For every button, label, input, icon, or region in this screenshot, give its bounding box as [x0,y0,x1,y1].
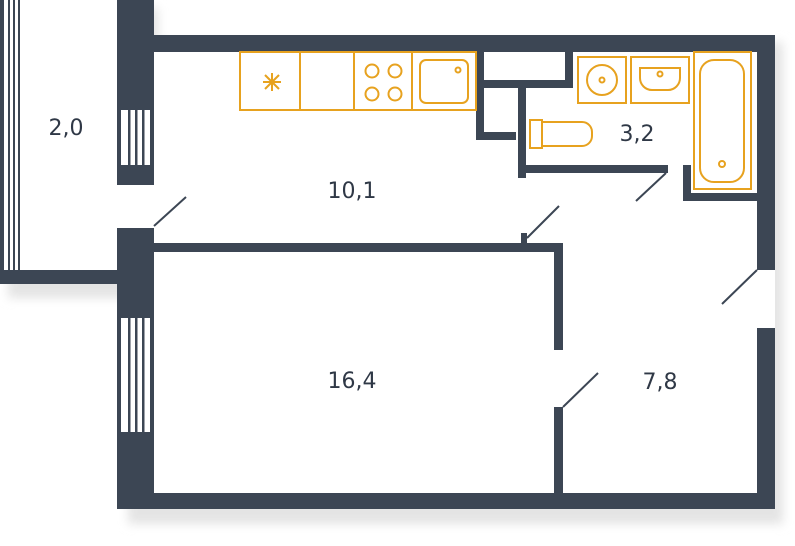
hallway-area-label: 7,8 [643,370,678,395]
door-bathroom [635,172,667,202]
partition-vertical-upper [554,243,563,350]
window-living-room [117,318,154,432]
wall-top [117,35,775,52]
kitchen-counter [239,51,477,111]
wall-bath-right [683,165,691,201]
wall-left-top [117,0,154,110]
balcony-wall-left [0,0,4,284]
wall-bath-stub [521,233,527,245]
wall-wc-left-b [518,88,526,178]
partition-vertical-lower [554,407,563,495]
bathroom-area-label: 3,2 [620,122,655,147]
balcony-wall-bottom [0,270,117,284]
toilet-icon [529,119,593,149]
kitchen-sink-icon [419,59,469,104]
bathtub-icon [693,51,752,190]
wall-bath-bottom-right [683,193,757,201]
wall-wc-bottom [476,132,516,140]
wall-wc-left-a [476,52,484,140]
wall-shaft-bottom [484,80,570,88]
balcony-floor [0,0,117,284]
stove-icon [364,63,403,102]
door-entrance [721,269,758,305]
wall-bath-bottom [526,165,668,173]
wall-left-mid1 [117,165,154,185]
wall-bottom [117,493,775,509]
walls [0,0,775,509]
partition-horizontal [154,243,562,252]
floor [117,35,775,509]
kitchen-area-label: 10,1 [328,179,377,204]
balcony-area-label: 2,0 [49,116,84,141]
area-labels: 2,0 10,1 3,2 16,4 7,8 [49,116,678,395]
wall-right-upper [757,35,775,270]
window-balcony [8,0,20,270]
doors [153,172,758,408]
washbasin-left-icon [577,56,627,104]
wall-shaft-right [565,52,573,88]
fridge-icon [263,73,281,91]
windows [8,0,154,432]
wall-left-mid2 [117,228,154,318]
fixtures [239,51,752,190]
washbasin-right-icon [630,56,690,104]
door-living-room [562,372,599,408]
living-room-area-label: 16,4 [328,369,377,394]
wall-right-lower [757,328,775,509]
wall-left-bottom [117,432,154,509]
door-balcony [153,196,187,227]
door-kitchen [526,205,560,239]
window-kitchen [117,110,154,165]
